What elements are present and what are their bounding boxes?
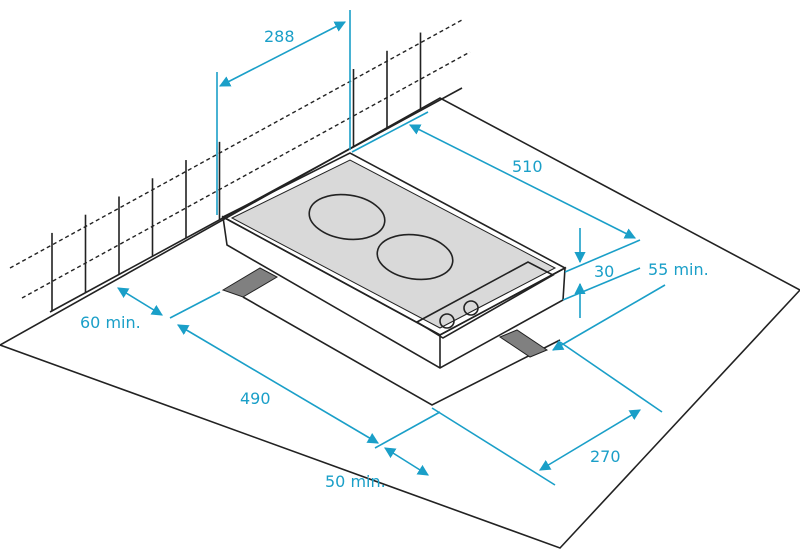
support-right (498, 329, 549, 358)
glass-surface (230, 159, 557, 329)
control-knob-1 (439, 313, 455, 329)
dimension-lines (117, 10, 666, 486)
cooking-zone-1 (308, 193, 386, 241)
hob-top (221, 152, 567, 336)
dimension-55-min: 55 min. (648, 260, 709, 279)
dimension-60-min: 60 min. (80, 313, 141, 332)
support-left (221, 267, 279, 298)
control-panel (415, 261, 555, 339)
dimension-490: 490 (240, 389, 271, 408)
dimension-270: 270 (590, 447, 621, 466)
dimension-510: 510 (512, 157, 543, 176)
dimension-30: 30 (594, 262, 614, 281)
dimension-50-min: 50 min. (325, 472, 386, 491)
control-knob-2 (463, 300, 479, 316)
dimension-288: 288 (264, 27, 295, 46)
